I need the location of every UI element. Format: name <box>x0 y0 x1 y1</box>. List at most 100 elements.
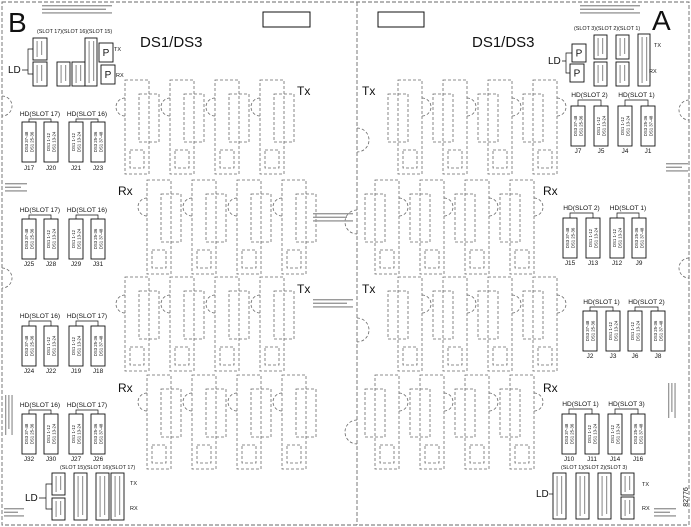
p-connector-body[interactable] <box>98 42 114 63</box>
connector-body[interactable] <box>90 413 106 455</box>
connector-body[interactable] <box>640 105 656 147</box>
ld-connector[interactable] <box>71 61 86 87</box>
ld-connector-body[interactable] <box>552 472 567 520</box>
ld-connector[interactable] <box>32 37 48 61</box>
connector-body[interactable] <box>582 310 598 352</box>
ld-connector-body[interactable] <box>620 496 635 520</box>
p-connector-body[interactable] <box>569 63 585 83</box>
connector-body[interactable] <box>90 325 106 367</box>
connector-body[interactable] <box>21 121 37 163</box>
connector-body[interactable] <box>570 105 586 147</box>
ld-connector-body[interactable] <box>110 472 125 521</box>
ld-connector[interactable] <box>110 472 125 521</box>
ld-connector-body[interactable] <box>71 61 86 87</box>
ld-connector[interactable] <box>615 34 630 60</box>
ld-connector[interactable] <box>32 61 48 87</box>
ld-connector[interactable] <box>552 472 567 520</box>
ld-connector[interactable] <box>615 61 630 87</box>
p-connector[interactable]: P <box>100 64 116 85</box>
connector-body[interactable] <box>21 218 37 260</box>
connector-body[interactable] <box>68 413 84 455</box>
ld-connector[interactable] <box>73 472 88 521</box>
p-connector-body[interactable] <box>100 64 116 85</box>
p-connector-body[interactable] <box>571 43 587 63</box>
ld-connector-body[interactable] <box>32 37 48 61</box>
p-connector[interactable]: P <box>571 43 587 63</box>
connector-body[interactable] <box>585 217 601 259</box>
connector-body[interactable] <box>631 217 647 259</box>
connector-body[interactable] <box>68 325 84 367</box>
ld-connector[interactable] <box>597 472 612 520</box>
connector-body[interactable] <box>627 310 643 352</box>
connector-body[interactable] <box>21 325 37 367</box>
ld-connector-body[interactable] <box>597 472 612 520</box>
connector-body[interactable] <box>617 105 633 147</box>
ld-connector[interactable] <box>593 61 608 87</box>
ld-connector-body[interactable] <box>593 61 608 87</box>
p-connector[interactable]: P <box>98 42 114 63</box>
connector-body[interactable] <box>593 105 609 147</box>
connector-body[interactable] <box>609 217 625 259</box>
p-connector[interactable]: P <box>569 63 585 83</box>
ld-connector-body[interactable] <box>56 61 71 87</box>
connector-body[interactable] <box>43 121 59 163</box>
connector-body[interactable] <box>68 121 84 163</box>
ld-connector-body[interactable] <box>51 472 66 496</box>
ld-connector[interactable] <box>95 472 110 521</box>
ld-connector[interactable] <box>575 472 590 520</box>
ld-connector-body[interactable] <box>615 61 630 87</box>
ld-connector-body[interactable] <box>32 61 48 87</box>
ld-connector[interactable] <box>51 497 66 521</box>
ld-connector[interactable] <box>620 496 635 520</box>
connector-body[interactable] <box>90 218 106 260</box>
connector-body[interactable] <box>584 413 600 455</box>
ld-connector[interactable] <box>637 33 651 87</box>
ld-connector-body[interactable] <box>95 472 110 521</box>
ld-connector-body[interactable] <box>593 34 608 60</box>
ld-connector[interactable] <box>51 472 66 496</box>
ld-connector-body[interactable] <box>637 33 651 87</box>
ld-connector-body[interactable] <box>73 472 88 521</box>
connector-body[interactable] <box>630 413 646 455</box>
ld-connector[interactable] <box>56 61 71 87</box>
connector-body[interactable] <box>605 310 621 352</box>
connector-body[interactable] <box>561 413 577 455</box>
ld-connector-body[interactable] <box>51 497 66 521</box>
ld-connector[interactable] <box>593 34 608 60</box>
ld-connector-body[interactable] <box>84 37 98 87</box>
connector-body[interactable] <box>21 413 37 455</box>
connector-body[interactable] <box>43 218 59 260</box>
ld-connector-body[interactable] <box>620 472 635 496</box>
connector-body[interactable] <box>43 325 59 367</box>
connector-body[interactable] <box>68 218 84 260</box>
connector-body[interactable] <box>43 413 59 455</box>
